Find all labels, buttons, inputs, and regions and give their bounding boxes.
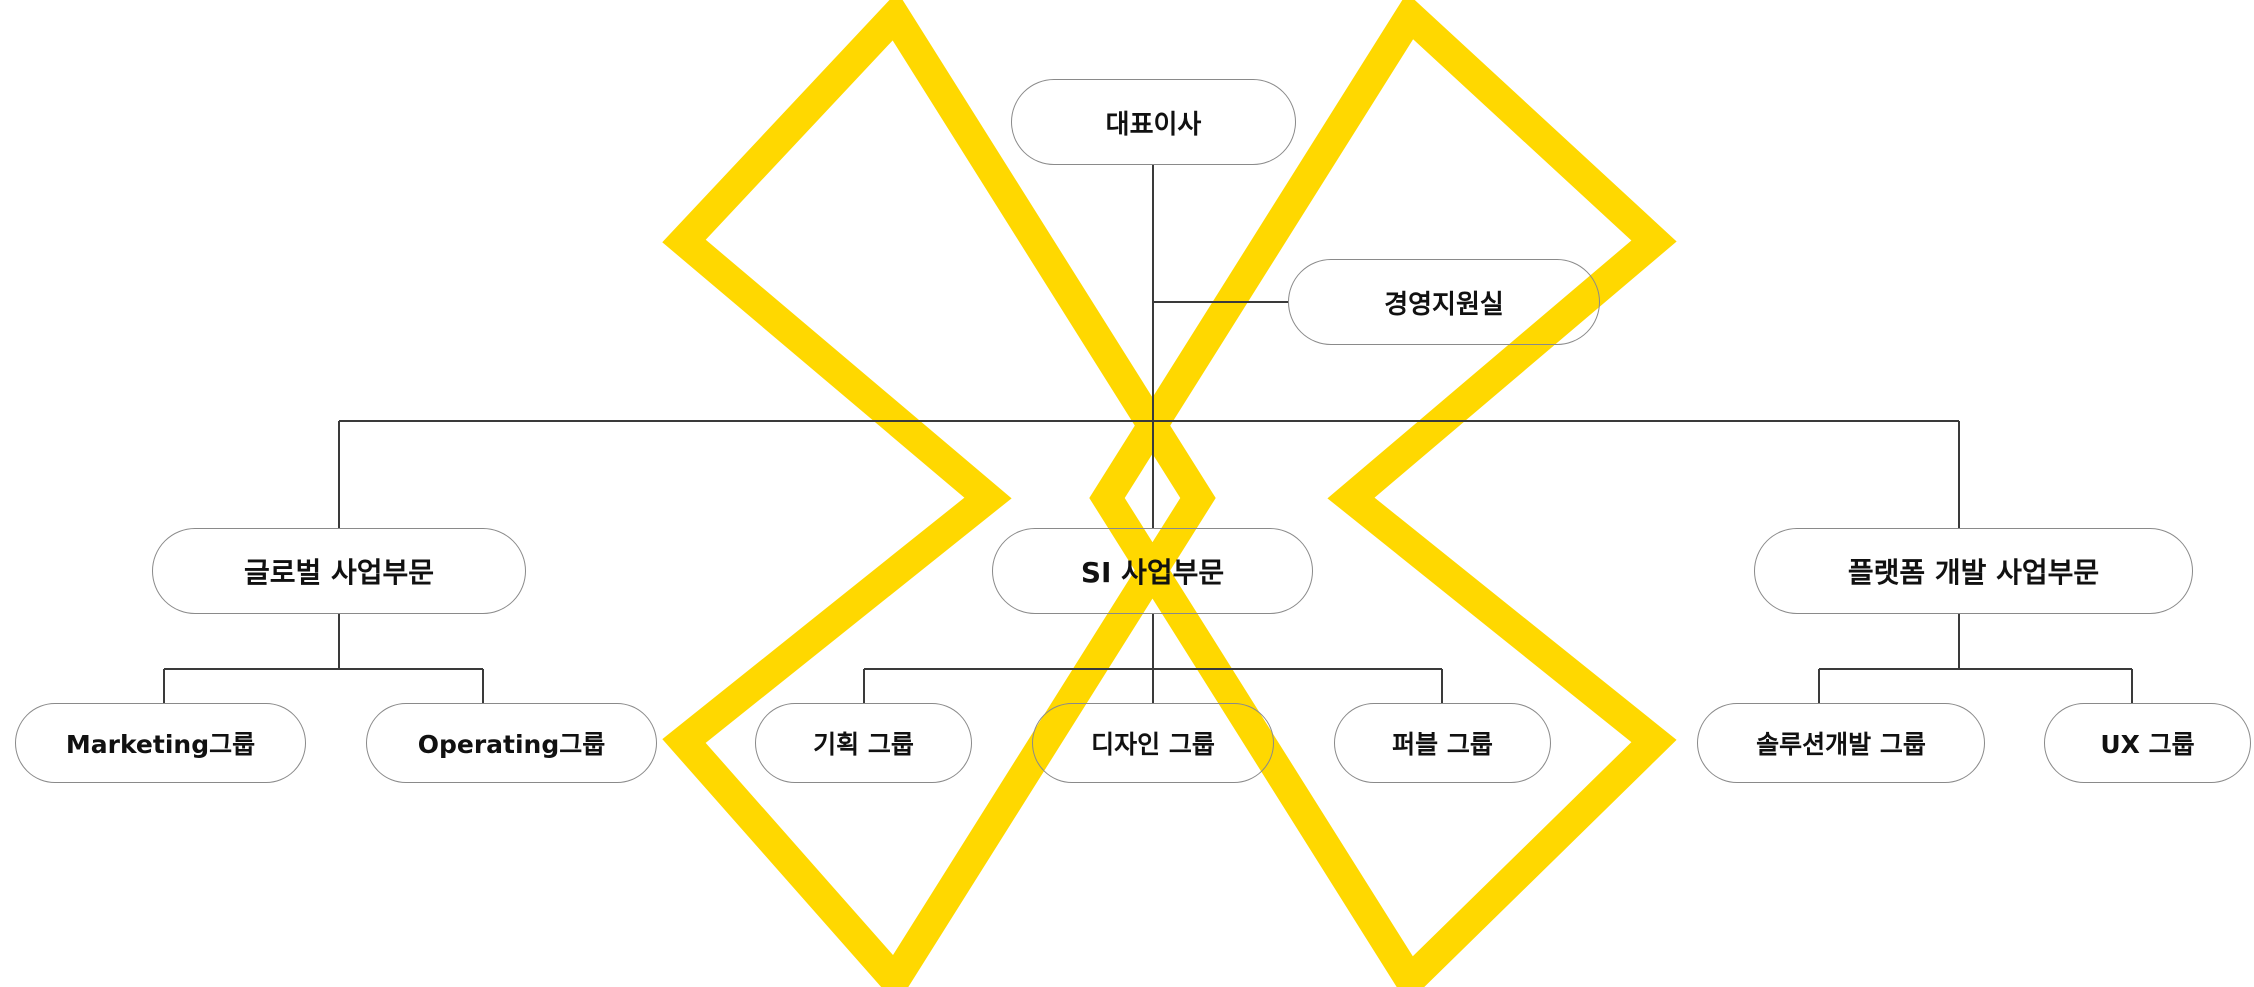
node-group-planning: 기획 그룹 [755, 703, 972, 783]
node-division-global: 글로벌 사업부문 [152, 528, 526, 614]
connector-si-groups [863, 614, 1443, 703]
node-group-ux: UX 그룹 [2044, 703, 2251, 783]
node-group-marketing: Marketing그룹 [15, 703, 306, 783]
watermark-diamond-left [662, 0, 1216, 987]
node-division-platform: 플랫폼 개발 사업부문 [1754, 528, 2193, 614]
connector-platform-groups [1818, 614, 2133, 703]
node-management-support: 경영지원실 [1288, 259, 1600, 345]
connector-global-groups [163, 614, 484, 703]
node-division-si: SI 사업부문 [992, 528, 1313, 614]
node-group-publishing: 퍼블 그룹 [1334, 703, 1551, 783]
node-group-solution-dev: 솔루션개발 그룹 [1697, 703, 1985, 783]
node-group-operating: Operating그룹 [366, 703, 657, 783]
watermark-diamond-right [1089, 0, 1677, 987]
node-ceo: 대표이사 [1011, 79, 1296, 165]
node-group-design: 디자인 그룹 [1032, 703, 1274, 783]
